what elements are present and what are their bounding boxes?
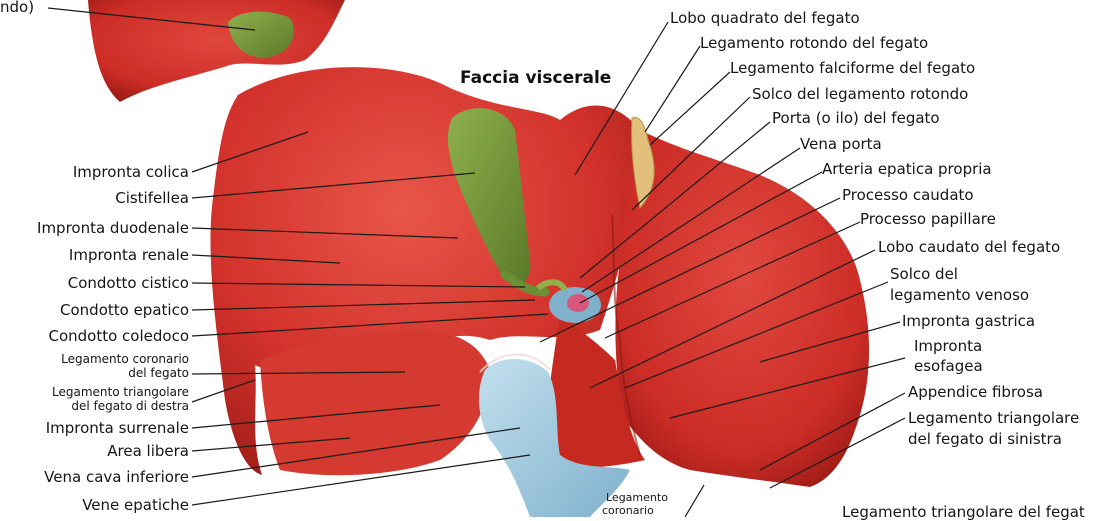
label-cistifellea: Cistifellea [115, 189, 189, 207]
bare-area [260, 330, 490, 475]
label-condotto-coledoco: Condotto coledoco [48, 327, 189, 345]
label-legamento-falciforme: Legamento falciforme del fegato [730, 59, 975, 77]
label-vena-cava-inferiore: Vena cava inferiore [44, 468, 189, 486]
label-appendice-fibrosa: Appendice fibrosa [908, 383, 1043, 401]
label-solco-del: Solco del [890, 265, 958, 283]
label-porta-ilo: Porta (o ilo) del fegato [772, 109, 940, 127]
label-legamento-venoso: legamento venoso [890, 286, 1029, 304]
label-legamento-triangolare-destra: Legamento triangolare [52, 386, 189, 399]
label-impronta-surrenale: Impronta surrenale [46, 419, 189, 437]
hepatic-artery-stump [567, 294, 589, 312]
label-processo-papillare: Processo papillare [860, 210, 996, 228]
label-solco-legamento-rotondo: Solco del legamento rotondo [752, 85, 968, 103]
label-processo-caudato: Processo caudato [842, 186, 974, 204]
label-condotto-epatico: Condotto epatico [60, 301, 189, 319]
label-impronta-gastrica: Impronta gastrica [902, 312, 1035, 330]
label-legamento-triangolare-sinistra-2: del fegato di sinistra [908, 430, 1062, 448]
label-legamento-rotondo: Legamento rotondo del fegato [700, 34, 928, 52]
label-lobo-caudato: Lobo caudato del fegato [878, 238, 1060, 256]
label-impronta-duodenale: Impronta duodenale [37, 219, 189, 237]
view-title: Faccia viscerale [460, 68, 611, 88]
label-impronta-renale: Impronta renale [69, 246, 189, 264]
label-vena-porta: Vena porta [800, 135, 882, 153]
label-legamento-bottom: Legamento [606, 492, 668, 504]
label-legamento-triangolare-bottom: Legamento triangolare del fegat [842, 503, 1085, 521]
label-top-fragment: ndo) [0, 0, 34, 16]
label-legamento-triangolare-sinistra: Legamento triangolare [908, 409, 1079, 427]
label-esofagea: esofagea [914, 357, 983, 375]
label-area-libera: Area libera [107, 442, 189, 460]
label-vene-epatiche: Vene epatiche [82, 496, 189, 514]
label-impronta: Impronta [914, 337, 982, 355]
label-arteria-epatica: Arteria epatica propria [822, 160, 992, 178]
label-legamento-coronario: Legamento coronario [61, 353, 189, 366]
label-legamento-triangolare-destra-2: del fegato di destra [71, 400, 189, 413]
label-coronario-bottom: coronario [602, 505, 654, 517]
label-condotto-cistico: Condotto cistico [68, 274, 189, 292]
label-lobo-quadrato: Lobo quadrato del fegato [670, 9, 860, 27]
label-legamento-coronario-2: del fegato [128, 367, 189, 380]
left-lobe [615, 130, 869, 487]
label-impronta-colica: Impronta colica [73, 163, 189, 181]
